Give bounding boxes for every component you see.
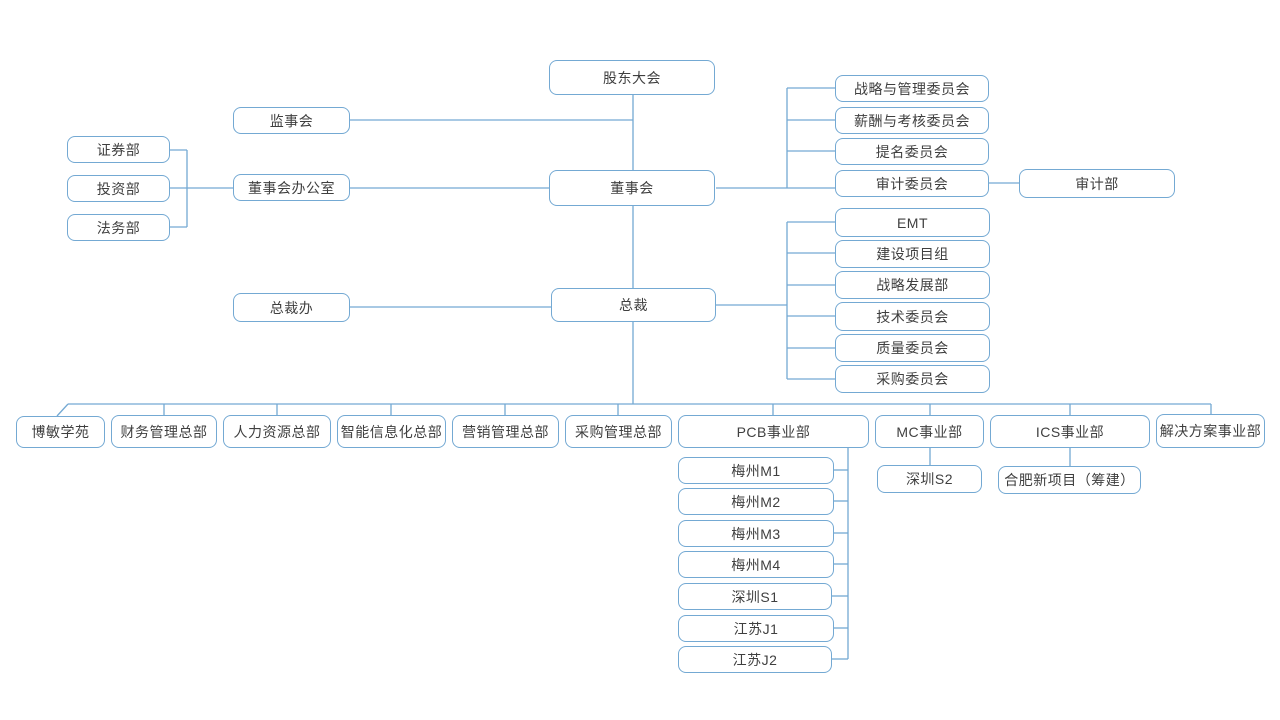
node-jiangsu-j2: 江苏J2 (678, 646, 832, 673)
node-audit-committee: 审计委员会 (835, 170, 989, 197)
node-strategy-dev-dept: 战略发展部 (835, 271, 990, 299)
node-jiangsu-j1: 江苏J1 (678, 615, 834, 642)
node-compensation-committee: 薪酬与考核委员会 (835, 107, 989, 134)
node-strategy-mgmt-committee: 战略与管理委员会 (835, 75, 989, 102)
node-emt: EMT (835, 208, 990, 237)
node-tech-committee: 技术委员会 (835, 302, 990, 331)
node-marketing-hq: 营销管理总部 (452, 415, 559, 448)
node-meizhou-m4: 梅州M4 (678, 551, 834, 578)
node-pcb-division: PCB事业部 (678, 415, 869, 448)
node-board-of-directors: 董事会 (549, 170, 715, 206)
node-nomination-committee: 提名委员会 (835, 138, 989, 165)
node-finance-hq: 财务管理总部 (111, 415, 217, 448)
node-hr-hq: 人力资源总部 (223, 415, 331, 448)
node-mc-division: MC事业部 (875, 415, 984, 448)
node-securities-dept: 证券部 (67, 136, 170, 163)
node-investment-dept: 投资部 (67, 175, 170, 202)
node-meizhou-m3: 梅州M3 (678, 520, 834, 547)
node-shenzhen-s2: 深圳S2 (877, 465, 982, 493)
node-intelligent-info-hq: 智能信息化总部 (337, 415, 446, 448)
node-construction-project-group: 建设项目组 (835, 240, 990, 268)
node-procurement-hq: 采购管理总部 (565, 415, 672, 448)
node-legal-dept: 法务部 (67, 214, 170, 241)
node-president-office: 总裁办 (233, 293, 350, 322)
node-supervisory-board: 监事会 (233, 107, 350, 134)
node-shenzhen-s1: 深圳S1 (678, 583, 832, 610)
node-president: 总裁 (551, 288, 716, 322)
node-shareholders-meeting: 股东大会 (549, 60, 715, 95)
node-bomin-academy: 博敏学苑 (16, 416, 105, 448)
node-hefei-new-project: 合肥新项目（筹建） (998, 466, 1141, 494)
node-audit-dept: 审计部 (1019, 169, 1175, 198)
node-quality-committee: 质量委员会 (835, 334, 990, 362)
node-solutions-division: 解决方案事业部 (1156, 414, 1265, 448)
node-board-office: 董事会办公室 (233, 174, 350, 201)
node-ics-division: ICS事业部 (990, 415, 1150, 448)
node-meizhou-m2: 梅州M2 (678, 488, 834, 515)
node-procurement-committee: 采购委员会 (835, 365, 990, 393)
node-meizhou-m1: 梅州M1 (678, 457, 834, 484)
